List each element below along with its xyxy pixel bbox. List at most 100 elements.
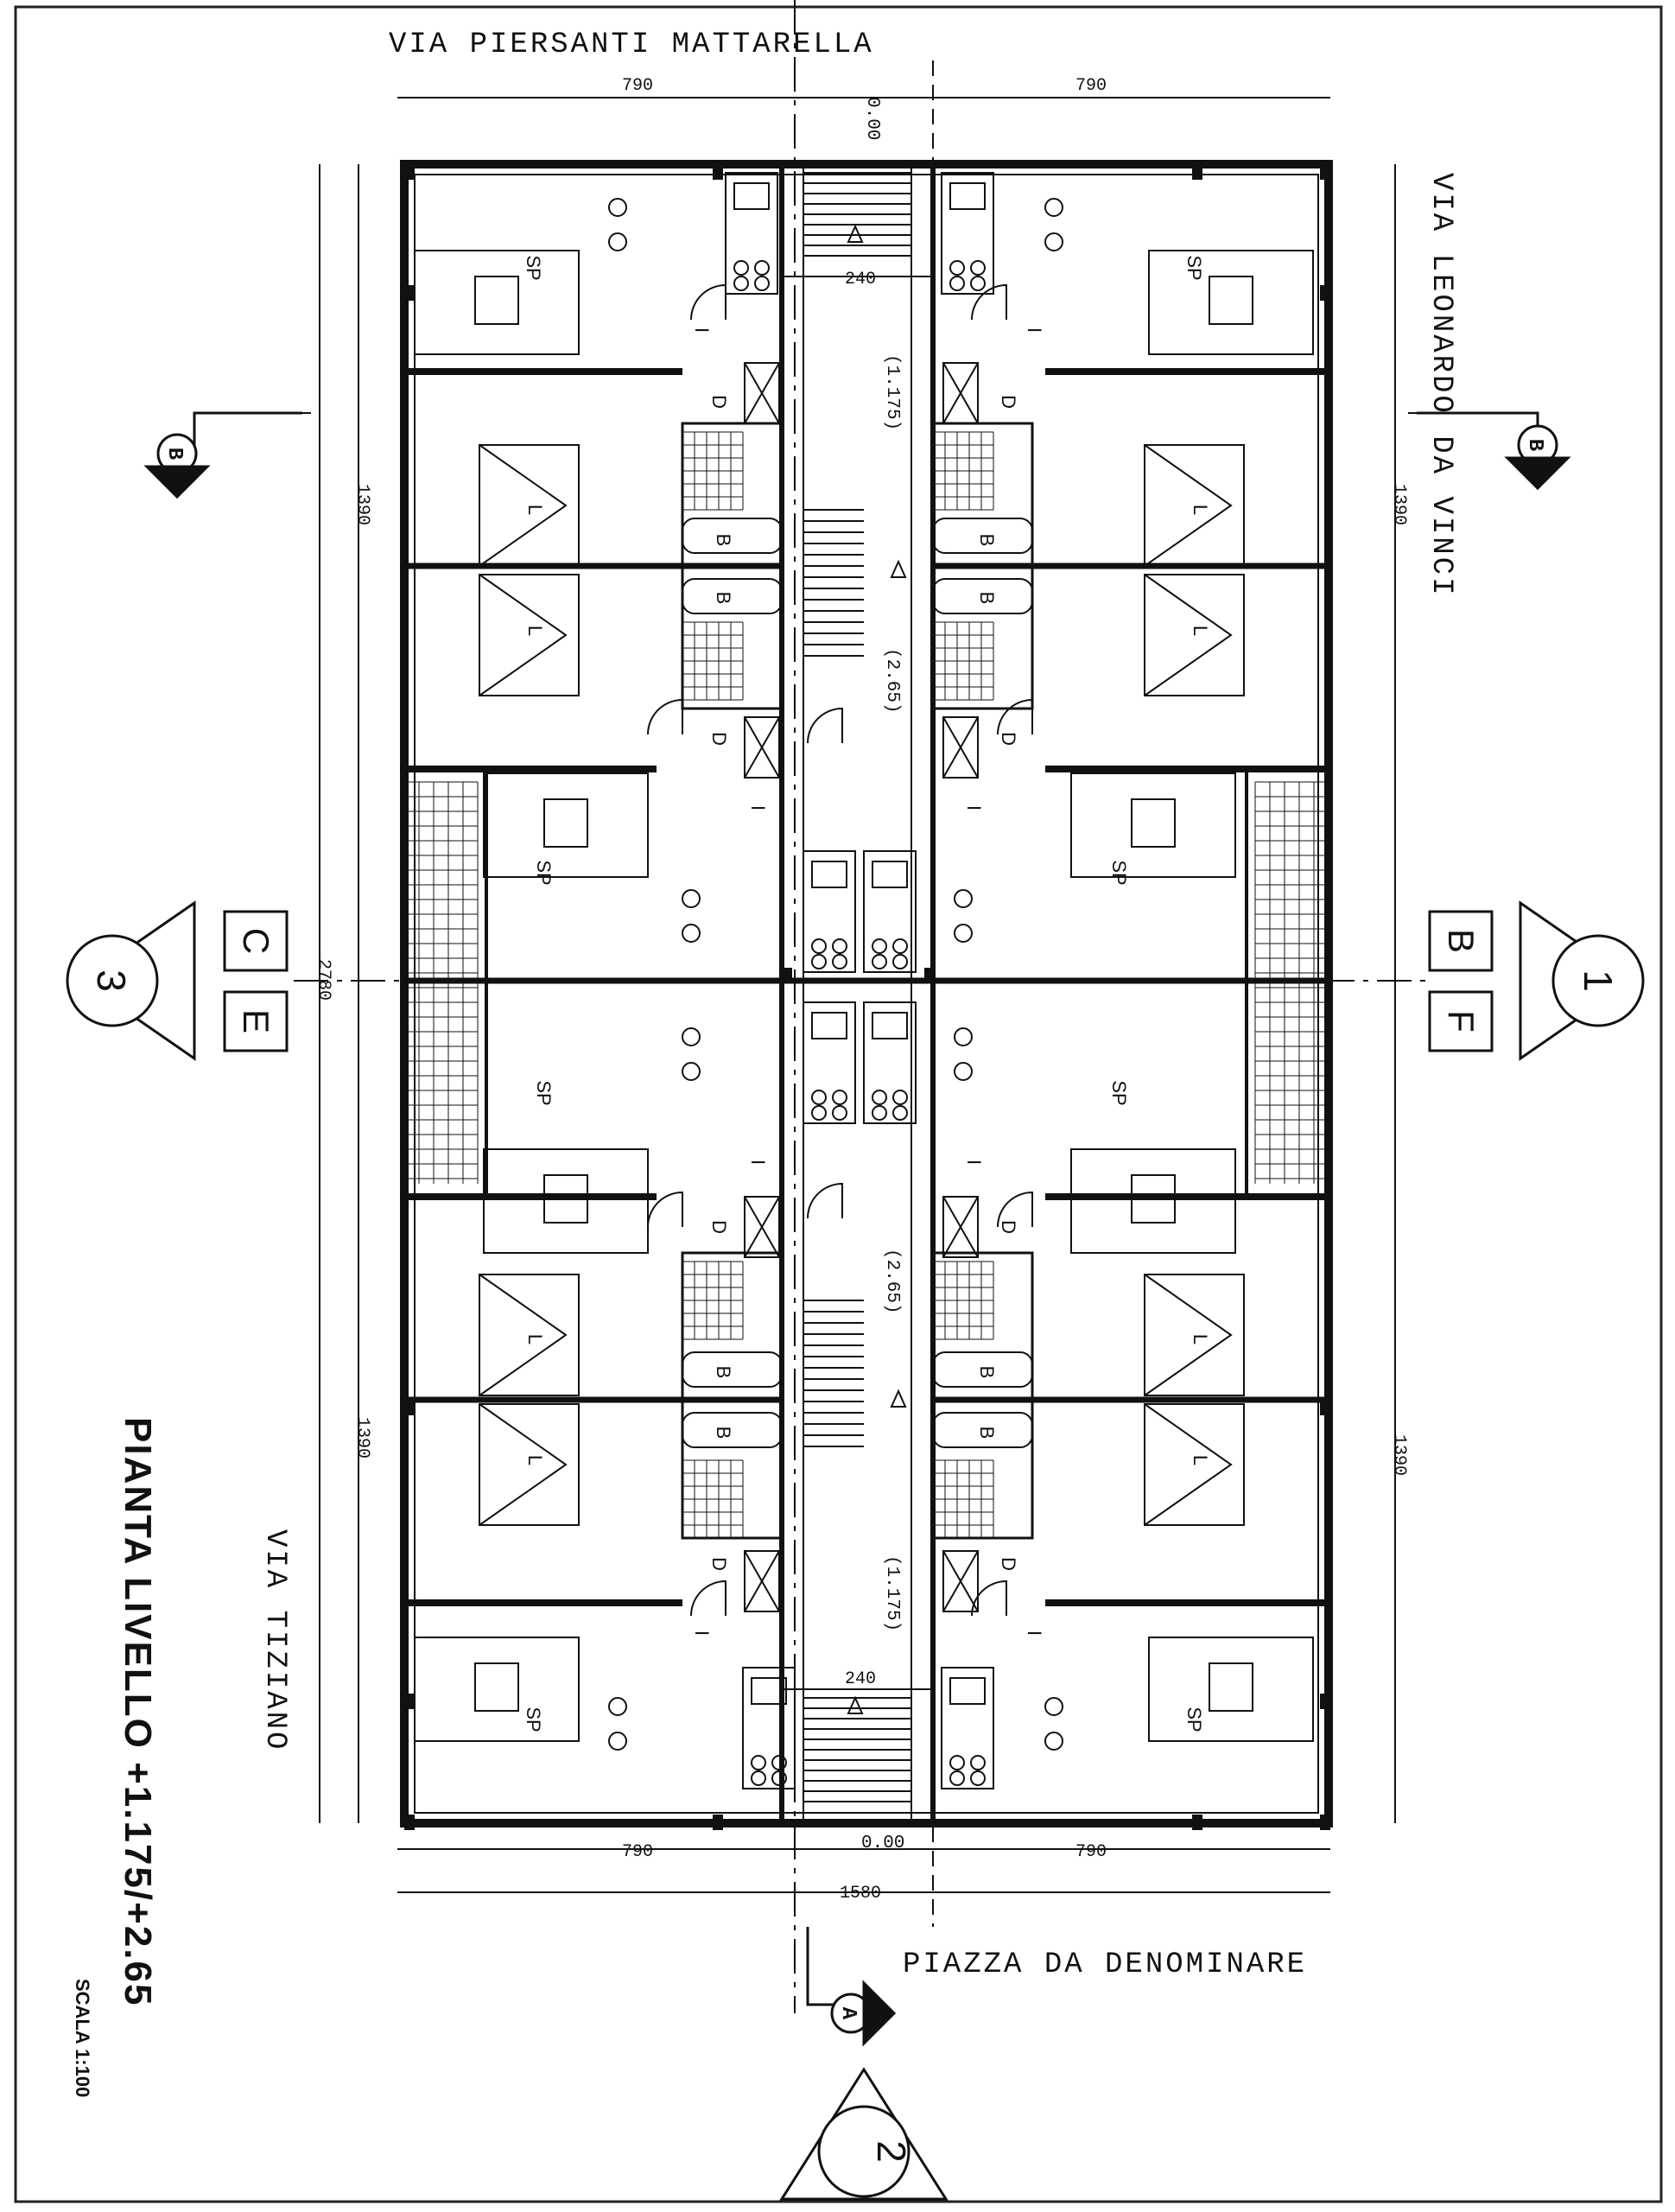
chair: [608, 1732, 627, 1751]
room-label-closet: D: [998, 395, 1019, 409]
level-landing-lower: (1.175): [882, 1555, 902, 1631]
door-swing: [647, 1191, 683, 1228]
closet: [744, 362, 780, 424]
stove-burner: [811, 1105, 827, 1121]
door-swing: [807, 707, 843, 744]
kitchen-counter: [803, 850, 856, 973]
kitchen-counter: [803, 1001, 856, 1124]
room-label-bedroom: L: [524, 1455, 546, 1465]
level-top: 0.00: [862, 97, 882, 140]
room-label-living: SP: [533, 1080, 555, 1105]
svg-text:A: A: [836, 2007, 860, 2020]
chair: [1044, 198, 1063, 217]
svg-text:B: B: [162, 448, 186, 460]
room-label-hall: I: [691, 1630, 713, 1636]
stove-burner: [970, 276, 986, 291]
bed: [1144, 444, 1245, 567]
room-label-bedroom: L: [1190, 505, 1211, 515]
level-floor-upper: (2.65): [882, 648, 902, 714]
armchair: [474, 1662, 519, 1712]
stove-burner: [892, 1090, 908, 1105]
room-label-closet: D: [708, 1557, 730, 1571]
elevation-marker-bottom: 2: [779, 2067, 949, 2201]
sofa: [414, 250, 580, 355]
svg-text:1: 1: [1576, 969, 1621, 992]
stair-flight-middle-lower: [803, 1300, 864, 1447]
room-label-hall: I: [747, 1160, 769, 1165]
section-marker-right: B: [1417, 411, 1571, 491]
elevation-marker-right: 1: [1519, 900, 1645, 1061]
sink: [733, 182, 770, 210]
stove-burner: [872, 938, 887, 954]
wall-post: [404, 1815, 415, 1830]
bed-cover-line: [1144, 1274, 1233, 1396]
armchair: [1131, 1174, 1176, 1224]
dim-total-width: 1580: [840, 1884, 881, 1904]
stove-burner: [892, 954, 908, 969]
sink: [872, 1012, 908, 1039]
room-label-closet: D: [708, 732, 730, 746]
bed: [1144, 1403, 1245, 1526]
stove-burner: [949, 1755, 965, 1770]
stove-burner: [751, 1770, 766, 1786]
kitchen-counter: [725, 172, 778, 295]
sink: [751, 1677, 787, 1705]
room-label-bath: B: [713, 1427, 734, 1440]
stove-burner: [733, 260, 749, 276]
closet-cross: [942, 716, 979, 779]
kitchen-counter: [941, 172, 994, 295]
wall-post: [1320, 285, 1330, 301]
stove-burner: [811, 1090, 827, 1105]
sofa: [1148, 1637, 1314, 1742]
section-marker-left: B: [143, 411, 302, 499]
kitchen-counter: [863, 1001, 917, 1124]
room-label-closet: D: [998, 1220, 1019, 1234]
armchair: [543, 1174, 588, 1224]
stove-burner: [754, 276, 770, 291]
closet-cross: [744, 1196, 780, 1258]
svg-text:2: 2: [869, 2140, 914, 2163]
building-plan: [400, 160, 1333, 1830]
sofa: [483, 1148, 649, 1254]
wall-post: [1320, 1815, 1330, 1830]
wall-post: [782, 968, 792, 983]
room-label-bath: B: [976, 1427, 998, 1440]
stove-burner: [970, 1770, 986, 1786]
room-label-living: SP: [1108, 1080, 1130, 1105]
stove-burner: [892, 1105, 908, 1121]
chair: [954, 889, 973, 908]
closet: [744, 1196, 780, 1258]
street-top: VIA PIERSANTI MATTARELLA: [389, 29, 874, 61]
door-swing: [997, 698, 1033, 735]
dim-bottom-right: 790: [1075, 1842, 1107, 1862]
wall-post: [1320, 1694, 1330, 1709]
room-label-bedroom: L: [1190, 626, 1211, 636]
chair: [954, 1027, 973, 1046]
chair: [1044, 1697, 1063, 1716]
wall-post: [1192, 1815, 1202, 1830]
room-label-hall: I: [963, 805, 985, 810]
sofa: [414, 1637, 580, 1742]
stove-burner: [949, 276, 965, 291]
closet: [942, 1550, 979, 1612]
room-label-closet: D: [998, 732, 1019, 746]
room-label-closet: D: [708, 395, 730, 409]
dim-left-lower: 1390: [352, 1417, 372, 1459]
room-label-bedroom: L: [524, 626, 546, 636]
svg-text:F: F: [1441, 1010, 1481, 1033]
svg-text:B: B: [1441, 929, 1481, 953]
block-tags-right: B F: [1428, 910, 1494, 1052]
sink: [872, 861, 908, 888]
stove-burner: [832, 1090, 847, 1105]
bed: [479, 574, 580, 696]
svg-text:3: 3: [89, 969, 134, 992]
wall-post: [1320, 1400, 1330, 1415]
bed: [1144, 1274, 1245, 1396]
door-swing: [807, 1182, 843, 1219]
sink: [811, 1012, 847, 1039]
wall-post: [924, 968, 935, 983]
wall-post: [404, 1694, 415, 1709]
door-swing: [971, 1580, 1007, 1617]
closet-cross: [744, 362, 780, 424]
